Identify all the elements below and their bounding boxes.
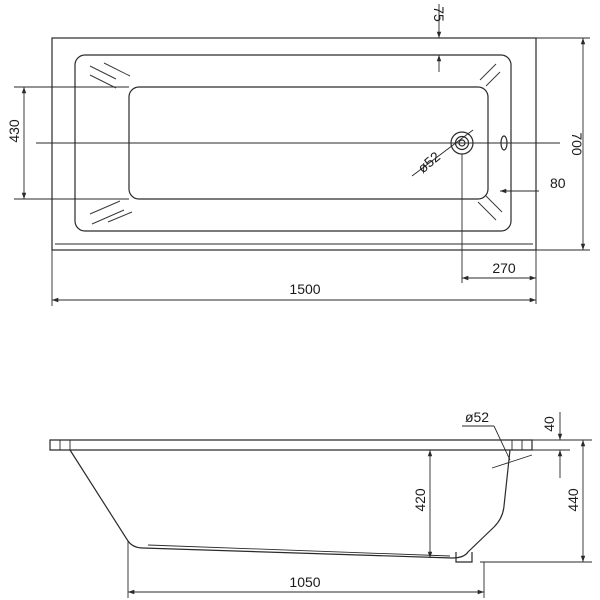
tub-outer-rim	[51, 37, 537, 251]
dim-label-rim-thickness: 40	[541, 416, 557, 432]
dim-label-inner-width: 430	[6, 119, 22, 143]
dim-label-overflow: 80	[550, 175, 566, 191]
tub-bottom-inner	[147, 544, 451, 557]
dim-label-bottom-length: 1050	[289, 574, 320, 590]
corner-hatches	[89, 62, 503, 225]
dim-label-width: 700	[569, 132, 585, 156]
drain-label: ø52	[414, 148, 443, 176]
top-view: ø52 75 700 430 80 270 1500	[6, 4, 590, 306]
overflow-label: ø52	[465, 409, 489, 425]
dim-label-drain-offset: 270	[492, 260, 516, 276]
dim-label-length: 1500	[289, 281, 320, 297]
dim-label-total-height: 440	[565, 488, 581, 512]
drain-outlet	[455, 552, 473, 563]
drain-leader-line	[411, 129, 474, 177]
dim-label-rim: 75	[431, 6, 447, 22]
dim-label-inner-depth: 420	[412, 488, 428, 512]
side-view: ø52 40 440 420 1050	[49, 409, 592, 598]
overflow-icon	[500, 135, 508, 151]
tub-rim-profile	[49, 439, 533, 451]
tub-body-profile	[69, 449, 511, 559]
